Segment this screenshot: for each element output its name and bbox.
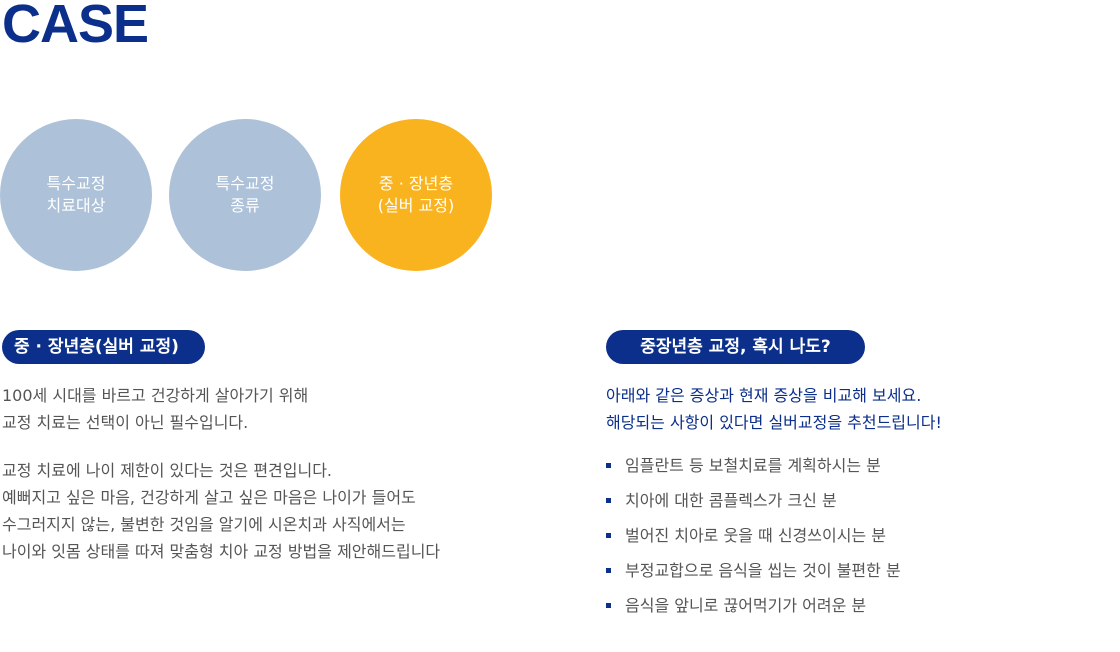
square-bullet-icon xyxy=(606,498,611,503)
page-title: CASE xyxy=(2,0,149,54)
circle-label-line1: 특수교정 xyxy=(215,174,275,193)
symptom-checklist: 임플란트 등 보철치료를 계획하시는 분 치아에 대한 콤플렉스가 크신 분 벌… xyxy=(606,454,901,629)
paragraph-line: 교정 치료에 나이 제한이 있다는 것은 편견입니다. xyxy=(2,461,333,480)
list-item-label: 부정교합으로 음식을 씹는 것이 불편한 분 xyxy=(625,561,901,580)
tab-special-treatment-types[interactable]: 특수교정 종류 xyxy=(169,119,321,271)
list-item-label: 임플란트 등 보철치료를 계획하시는 분 xyxy=(625,456,881,475)
paragraph-line: 나이와 잇몸 상태를 따져 맞춤형 치아 교정 방법을 제안해드립니다 xyxy=(2,542,441,561)
intro-line: 아래와 같은 증상과 현재 증상을 비교해 보세요. xyxy=(606,386,922,405)
square-bullet-icon xyxy=(606,533,611,538)
intro-line: 해당되는 사항이 있다면 실버교정을 추천드립니다! xyxy=(606,413,942,432)
list-item: 부정교합으로 음식을 씹는 것이 불편한 분 xyxy=(606,559,901,594)
list-item-label: 치아에 대한 콤플렉스가 크신 분 xyxy=(625,491,837,510)
section-title-checklist: 중장년층 교정, 혹시 나도? xyxy=(606,330,865,364)
circle-label-line2: 종류 xyxy=(230,196,260,215)
square-bullet-icon xyxy=(606,603,611,608)
list-item-label: 음식을 앞니로 끊어먹기가 어려운 분 xyxy=(625,596,867,615)
list-item: 임플란트 등 보철치료를 계획하시는 분 xyxy=(606,454,901,489)
circle-label-line1: 특수교정 xyxy=(46,174,106,193)
square-bullet-icon xyxy=(606,568,611,573)
section-title-silver-orthodontics: 중 · 장년층(실버 교정) xyxy=(2,330,205,364)
paragraph-line: 수그러지지 않는, 불변한 것임을 알기에 시온치과 사직에서는 xyxy=(2,515,406,534)
paragraph-line: 100세 시대를 바르고 건강하게 살아가기 위해 xyxy=(2,386,309,405)
description-paragraph: 교정 치료에 나이 제한이 있다는 것은 편견입니다. 예뻐지고 싶은 마음, … xyxy=(2,457,440,565)
intro-paragraph: 100세 시대를 바르고 건강하게 살아가기 위해 교정 치료는 선택이 아닌 … xyxy=(2,382,308,436)
list-item: 벌어진 치아로 웃을 때 신경쓰이시는 분 xyxy=(606,524,901,559)
list-item: 치아에 대한 콤플렉스가 크신 분 xyxy=(606,489,901,524)
paragraph-line: 교정 치료는 선택이 아닌 필수입니다. xyxy=(2,413,249,432)
list-item-label: 벌어진 치아로 웃을 때 신경쓰이시는 분 xyxy=(625,526,886,545)
circle-label-line1: 중 · 장년층 xyxy=(378,174,454,193)
tab-special-treatment-target[interactable]: 특수교정 치료대상 xyxy=(0,119,152,271)
circle-label-line2: (실버 교정) xyxy=(377,196,455,215)
tab-silver-orthodontics[interactable]: 중 · 장년층 (실버 교정) xyxy=(340,119,492,271)
square-bullet-icon xyxy=(606,463,611,468)
list-item: 음식을 앞니로 끊어먹기가 어려운 분 xyxy=(606,594,901,629)
circle-label-line2: 치료대상 xyxy=(46,196,106,215)
paragraph-line: 예뻐지고 싶은 마음, 건강하게 살고 싶은 마음은 나이가 들어도 xyxy=(2,488,416,507)
checklist-intro: 아래와 같은 증상과 현재 증상을 비교해 보세요. 해당되는 사항이 있다면 … xyxy=(606,382,942,436)
